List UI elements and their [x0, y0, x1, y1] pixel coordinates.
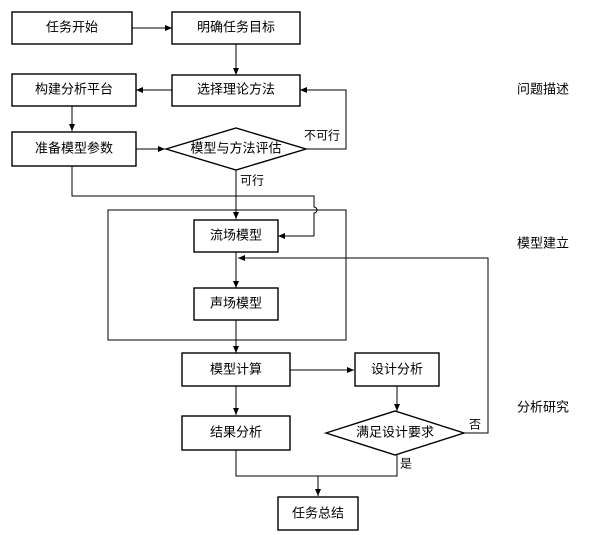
- node-select-method-label: 选择理论方法: [197, 82, 275, 98]
- node-define-goal: 明确任务目标: [171, 11, 301, 45]
- node-flow-model-label: 流场模型: [210, 229, 262, 244]
- node-task-start-label: 任务开始: [46, 20, 98, 36]
- node-task-start: 任务开始: [11, 11, 133, 45]
- edge-evaluate-not-feasible: [300, 87, 347, 150]
- edge-params-to-flow-bypass: [236, 195, 318, 236]
- edge-check-yes: [318, 455, 398, 477]
- edge-label-not-feasible: 不可行: [304, 129, 340, 143]
- edge-label-no: 否: [469, 418, 481, 432]
- node-task-summary: 任务总结: [277, 496, 359, 531]
- node-prepare-params: 准备模型参数: [11, 131, 137, 167]
- node-design-analysis: 设计分析: [354, 352, 440, 387]
- node-flow-model: 流场模型: [193, 219, 279, 253]
- node-task-summary-label: 任务总结: [292, 506, 344, 522]
- stage-label-model-building: 模型建立: [517, 237, 569, 252]
- node-result-analysis: 结果分析: [181, 415, 291, 451]
- node-define-goal-label: 明确任务目标: [197, 20, 275, 36]
- node-evaluate-decision: 模型与方法评估: [163, 127, 309, 171]
- node-meet-requirement-decision: 满足设计要求: [323, 410, 467, 456]
- edge-params-merge: [71, 166, 236, 197]
- node-result-analysis-label: 结果分析: [210, 426, 262, 441]
- node-model-calc-label: 模型计算: [210, 363, 262, 378]
- node-model-calc: 模型计算: [181, 352, 291, 387]
- stage-label-problem-description: 问题描述: [517, 83, 569, 98]
- edge-check-no-loop: [238, 255, 489, 434]
- node-acoustic-model-label: 声场模型: [210, 297, 262, 312]
- node-meet-requirement-label: 满足设计要求: [356, 426, 434, 441]
- node-build-platform: 构建分析平台: [11, 73, 137, 107]
- node-evaluate-label: 模型与方法评估: [190, 141, 281, 157]
- node-select-method: 选择理论方法: [171, 74, 301, 107]
- edge-label-feasible: 可行: [240, 174, 264, 188]
- node-acoustic-model: 声场模型: [193, 287, 279, 321]
- node-build-platform-label: 构建分析平台: [35, 83, 113, 98]
- node-design-analysis-label: 设计分析: [371, 363, 423, 378]
- node-prepare-params-label: 准备模型参数: [35, 141, 113, 157]
- model-building-frame: [107, 209, 347, 341]
- edge-label-yes: 是: [400, 457, 412, 471]
- edge-result-merge: [235, 450, 318, 477]
- stage-label-analysis-research: 分析研究: [517, 401, 569, 416]
